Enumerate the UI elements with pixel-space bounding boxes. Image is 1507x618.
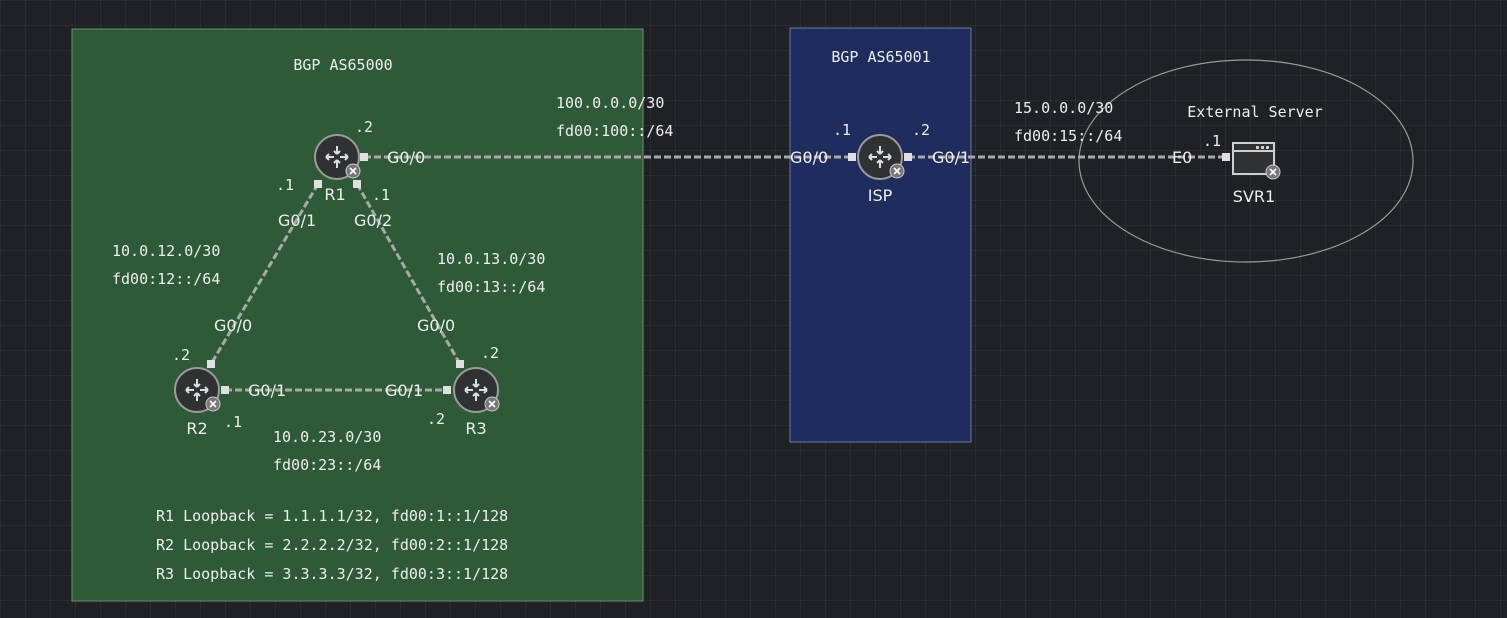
- port-label-r2-g01: G0/1: [248, 381, 286, 400]
- subnet-v4-r2-r3: 10.0.23.0/30: [273, 428, 381, 446]
- port-label-r1-g00: G0/0: [387, 148, 425, 167]
- subnet-v4-r1-r3: 10.0.13.0/30: [437, 250, 545, 268]
- host-r2-12: .2: [172, 346, 190, 364]
- subnet-v4-isp-svr: 15.0.0.0/30: [1014, 99, 1113, 117]
- host-r1-12: .1: [276, 176, 294, 194]
- port-svr1-e0: [1222, 153, 1230, 161]
- zone-bgp-as65001: [789, 27, 972, 443]
- port-label-svr1-e0: E0: [1172, 148, 1192, 167]
- subnet-v6-isp-svr: fd00:15::/64: [1014, 127, 1122, 145]
- device-label-r3: R3: [465, 419, 486, 438]
- port-r2-g00: [207, 360, 215, 368]
- loopback-note-r2: R2 Loopback = 2.2.2.2/32, fd00:2::1/128: [156, 536, 508, 554]
- subnet-v4-r1-r2: 10.0.12.0/30: [112, 242, 220, 260]
- port-r1-g00: [360, 153, 368, 161]
- zone-bgp-as65000: [71, 28, 644, 602]
- port-r1-g01: [314, 180, 322, 188]
- link-r1-r3[interactable]: [355, 183, 462, 365]
- subnet-v6-r1-r3: fd00:13::/64: [437, 278, 545, 296]
- host-r1-100: .2: [355, 118, 373, 136]
- device-label-r2: R2: [186, 419, 207, 438]
- port-label-isp-g01: G0/1: [932, 148, 970, 167]
- router-icon: [857, 134, 905, 180]
- subnet-v6-r1-isp: fd00:100::/64: [556, 122, 673, 140]
- router-icon: [453, 367, 500, 413]
- port-label-r2-g00: G0/0: [214, 316, 252, 335]
- router-isp[interactable]: [857, 134, 905, 180]
- port-label-r1-g02: G0/2: [354, 211, 392, 230]
- zone-label-as65000: BGP AS65000: [293, 56, 392, 74]
- subnet-v6-r1-r2: fd00:12::/64: [112, 270, 220, 288]
- host-r3-23: .2: [427, 410, 445, 428]
- device-label-isp: ISP: [868, 186, 893, 205]
- host-r2-23: .1: [224, 413, 242, 431]
- router-r3[interactable]: [453, 367, 500, 413]
- subnet-v4-r1-isp: 100.0.0.0/30: [556, 94, 664, 112]
- zone-label-as65001: BGP AS65001: [831, 48, 930, 66]
- router-icon: [314, 134, 361, 180]
- loopback-note-r1: R1 Loopback = 1.1.1.1/32, fd00:1::1/128: [156, 507, 508, 525]
- host-isp-100: .1: [833, 121, 851, 139]
- port-label-r3-g01: G0/1: [385, 381, 423, 400]
- port-r2-g01: [221, 386, 229, 394]
- port-r1-g02: [353, 180, 361, 188]
- host-r3-13: .2: [481, 344, 499, 362]
- zone-external-server: [1078, 59, 1414, 263]
- port-r3-g00: [456, 360, 464, 368]
- router-r2[interactable]: [174, 367, 221, 413]
- server-svr1[interactable]: [1232, 142, 1281, 180]
- server-icon: [1232, 142, 1281, 180]
- host-isp-15: .2: [912, 121, 930, 139]
- router-r1[interactable]: [314, 134, 361, 180]
- router-icon: [174, 367, 221, 413]
- port-label-isp-g00: G0/0: [790, 148, 828, 167]
- loopback-note-r3: R3 Loopback = 3.3.3.3/32, fd00:3::1/128: [156, 565, 508, 583]
- port-label-r1-g01: G0/1: [278, 211, 316, 230]
- zone-label-external: External Server: [1187, 103, 1322, 121]
- link-r1-r2[interactable]: [209, 183, 320, 365]
- port-label-r3-g00: G0/0: [417, 316, 455, 335]
- host-svr1-15: .1: [1203, 132, 1221, 150]
- port-isp-g01: [904, 153, 912, 161]
- port-r3-g01: [443, 386, 451, 394]
- subnet-v6-r2-r3: fd00:23::/64: [273, 456, 381, 474]
- device-label-svr1: SVR1: [1233, 187, 1275, 206]
- device-label-r1: R1: [324, 185, 345, 204]
- port-isp-g00: [848, 153, 856, 161]
- host-r1-13: .1: [372, 186, 390, 204]
